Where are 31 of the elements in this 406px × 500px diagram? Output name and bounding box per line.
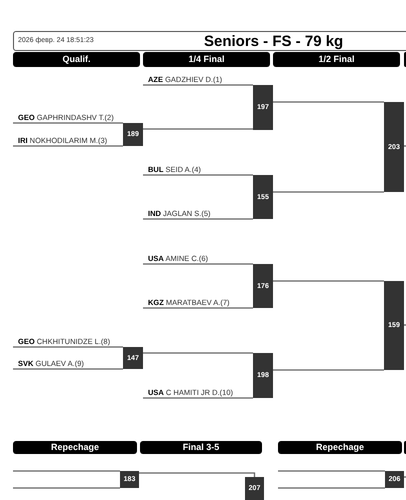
bracket-line bbox=[273, 369, 384, 371]
round-header: 1/2 Final bbox=[273, 52, 400, 67]
bracket-line bbox=[143, 263, 253, 265]
bracket-line bbox=[13, 145, 123, 147]
bracket-line bbox=[143, 128, 253, 130]
bracket-line bbox=[404, 324, 406, 326]
round-header: Repechage bbox=[13, 441, 137, 454]
bracket-line bbox=[13, 368, 123, 370]
round-header: Repechage bbox=[278, 441, 402, 454]
bracket-line bbox=[404, 145, 406, 147]
bracket-line bbox=[13, 470, 120, 472]
bracket-line bbox=[273, 280, 384, 282]
round-header: 1/4 Final bbox=[143, 52, 270, 67]
round-header: Final 3-5 bbox=[140, 441, 262, 454]
bracket-line bbox=[139, 472, 256, 477]
bracket-line bbox=[13, 122, 123, 124]
bracket-line bbox=[13, 346, 123, 348]
bracket-line bbox=[273, 101, 384, 103]
bracket-line bbox=[273, 191, 384, 193]
title: Seniors - FS - 79 kg bbox=[204, 33, 344, 50]
bracket-line bbox=[143, 397, 253, 399]
bracket-line bbox=[143, 174, 253, 176]
bracket-line bbox=[143, 84, 253, 86]
bracket-line bbox=[404, 476, 406, 478]
round-header: Qualif. bbox=[13, 52, 140, 67]
bracket-line bbox=[278, 470, 385, 472]
bracket-line bbox=[13, 487, 120, 489]
bracket-line bbox=[278, 487, 385, 489]
bracket-line bbox=[143, 218, 253, 220]
bracket-line bbox=[143, 352, 253, 354]
bracket-line bbox=[143, 307, 253, 309]
